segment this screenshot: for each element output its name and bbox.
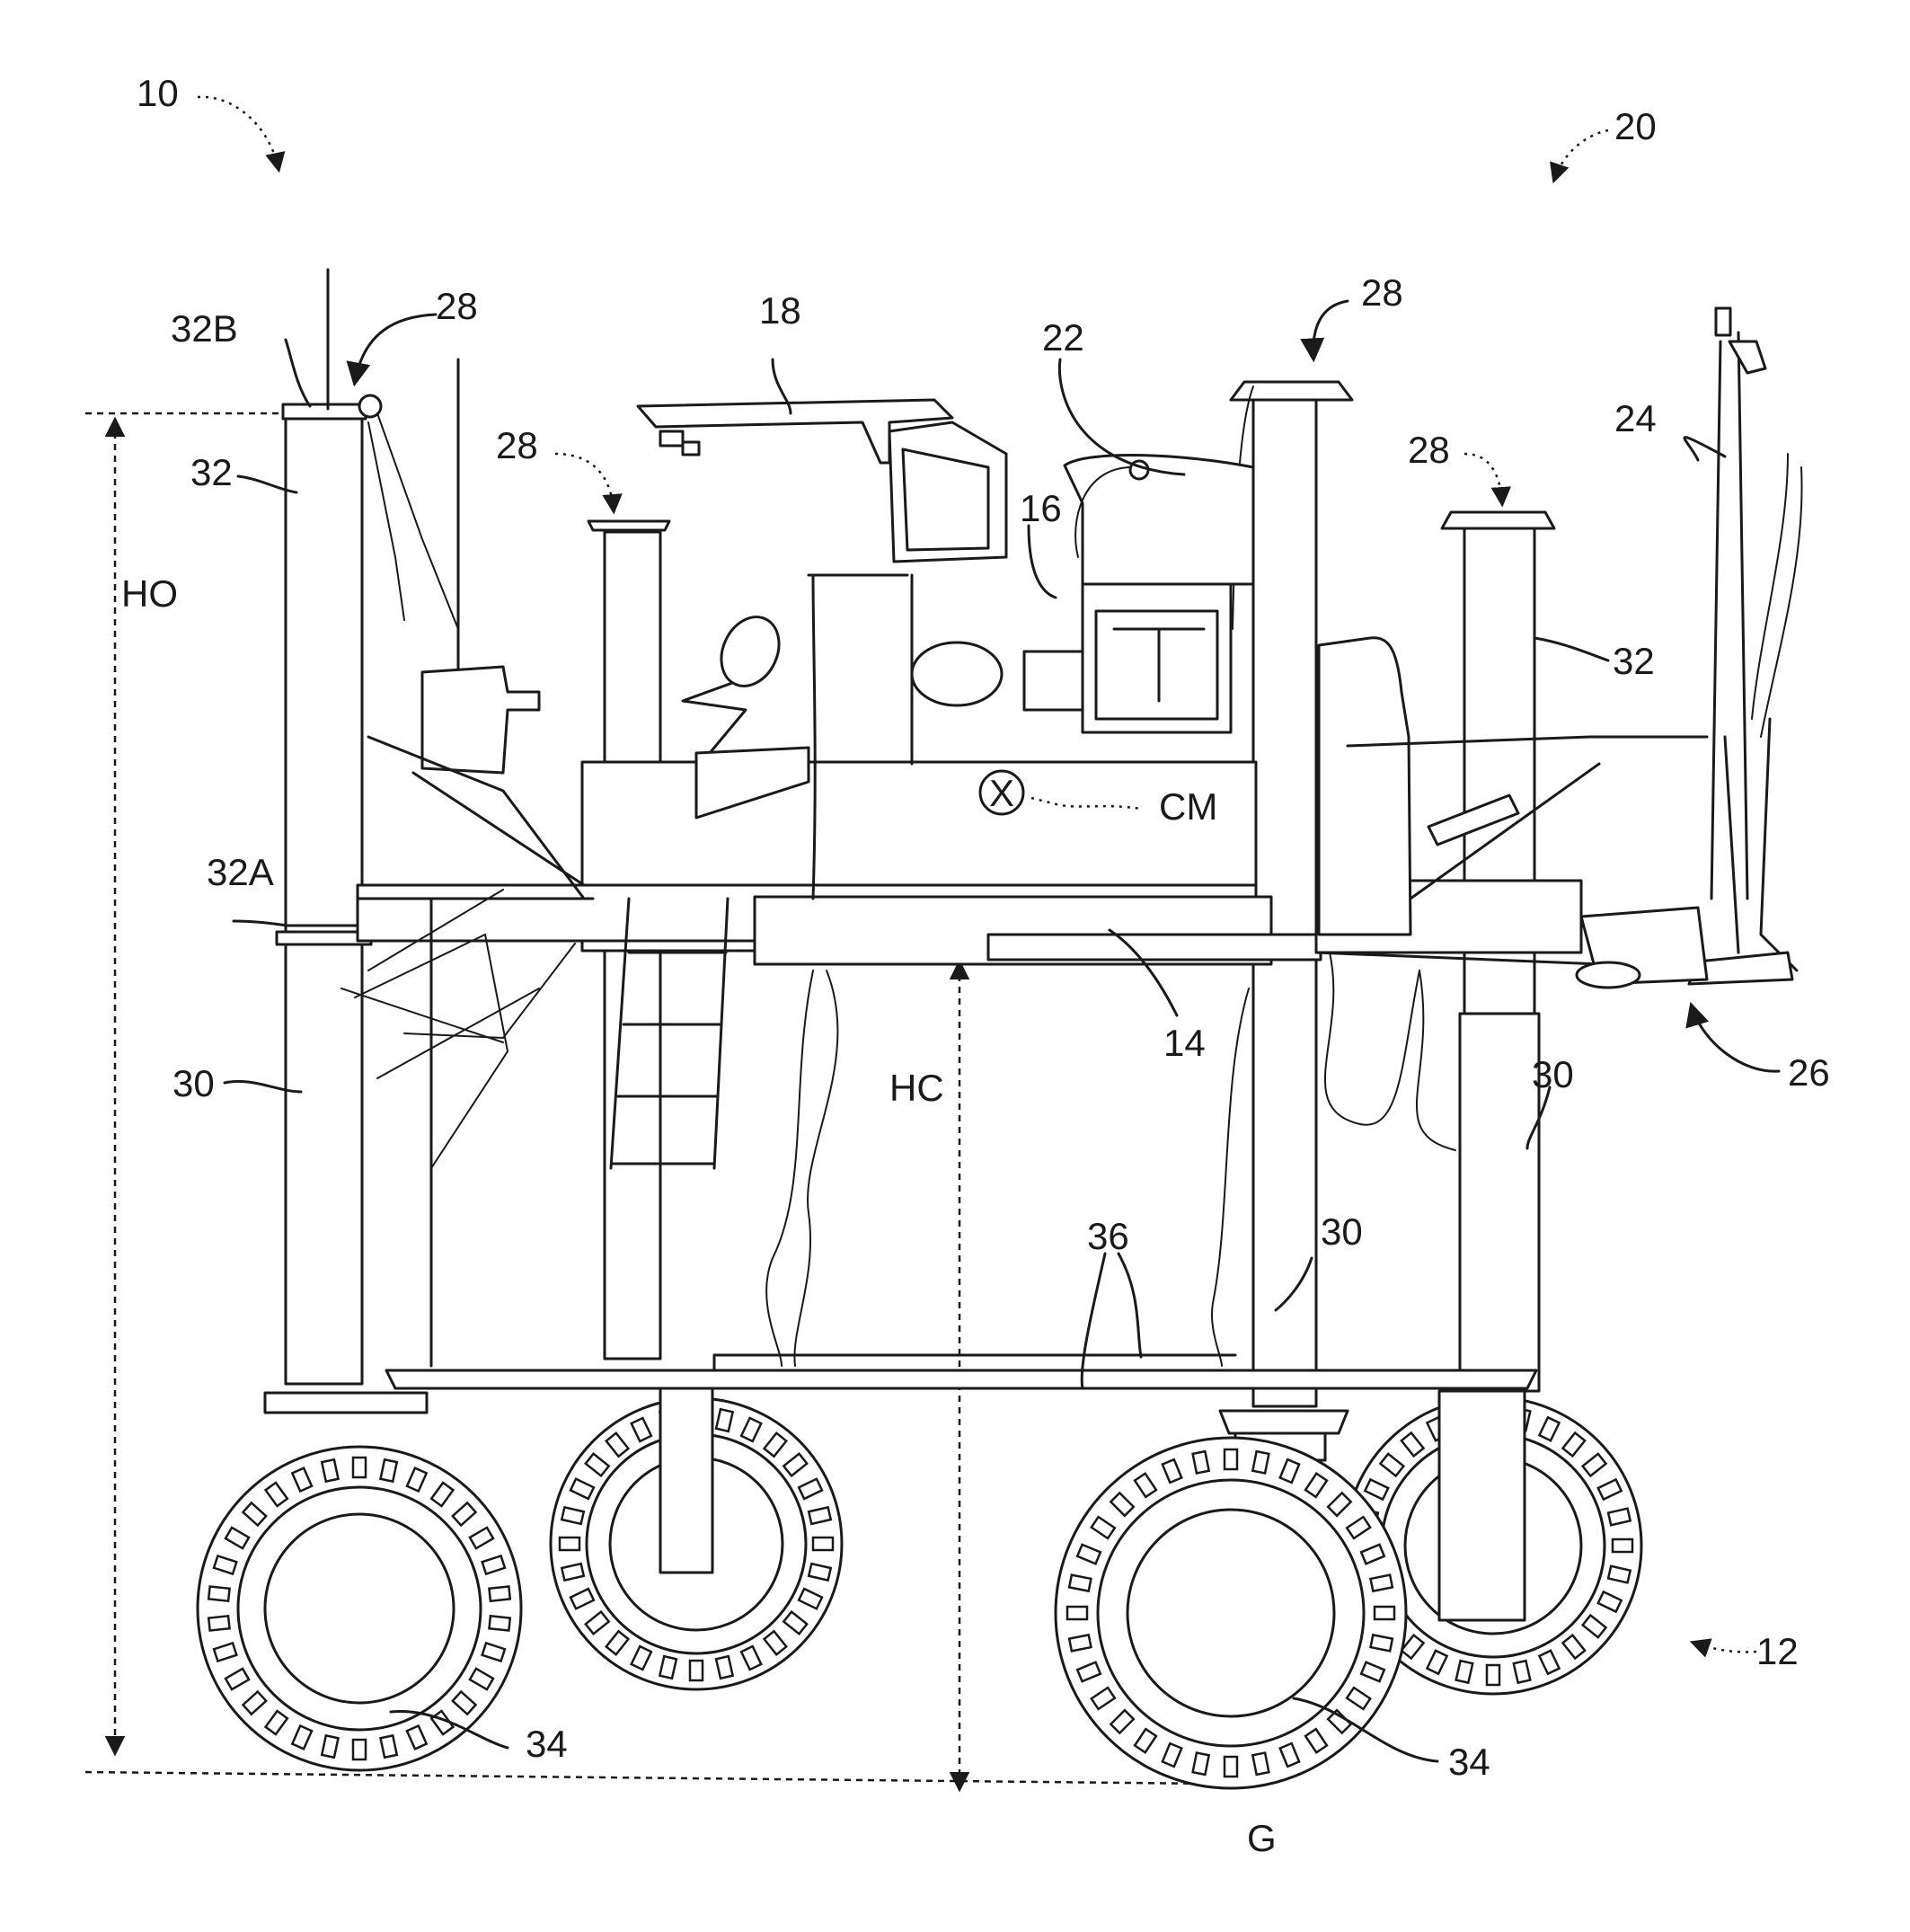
- tire-tread-block: [381, 1735, 397, 1757]
- label-g: G: [1247, 1817, 1277, 1859]
- label-32-right: 32: [1613, 640, 1655, 682]
- front-left-wheel: [198, 1447, 521, 1770]
- tire-tread-block: [659, 1656, 676, 1679]
- tire-tread-block: [353, 1740, 366, 1759]
- tire-tread-block: [489, 1616, 509, 1630]
- label-32a: 32A: [207, 851, 274, 893]
- tire-tread-block: [489, 1586, 509, 1600]
- tire-tread-block: [353, 1458, 366, 1477]
- left-front-leg: [265, 270, 427, 1413]
- tire-tread-block: [1225, 1757, 1237, 1777]
- tire-tread-block: [690, 1661, 703, 1680]
- upper-leg-top-plate: [283, 404, 366, 419]
- label-hc: HC: [889, 1067, 944, 1109]
- tire-tread-block: [809, 1564, 831, 1581]
- tire-tread-block: [1375, 1607, 1394, 1619]
- label-24: 24: [1614, 397, 1657, 439]
- tire-tread-block: [1514, 1661, 1531, 1683]
- label-28-right: 28: [1361, 271, 1403, 314]
- tire-tread-block: [1225, 1449, 1237, 1469]
- tire-tread-block: [1067, 1607, 1087, 1619]
- tire-tread-block: [322, 1459, 338, 1481]
- ground-line: [85, 1772, 1213, 1784]
- tire-tread-block: [1252, 1451, 1269, 1473]
- tire-tread-block: [1608, 1566, 1631, 1583]
- label-14: 14: [1163, 1022, 1206, 1064]
- label-32-left: 32: [190, 451, 233, 493]
- steering-station: [683, 607, 809, 818]
- front-attachment: [1689, 308, 1802, 984]
- label-34-right: 34: [1448, 1741, 1490, 1783]
- tire-tread-block: [1252, 1753, 1269, 1775]
- label-28-left: 28: [436, 285, 478, 327]
- label-cm: CM: [1159, 785, 1217, 828]
- label-ho: HO: [121, 572, 178, 615]
- label-10: 10: [137, 72, 179, 114]
- label-28-far-right: 28: [1408, 429, 1450, 471]
- tire-tread-block: [809, 1507, 831, 1524]
- label-20: 20: [1614, 105, 1657, 147]
- label-32b: 32B: [171, 307, 238, 350]
- label-12: 12: [1756, 1630, 1799, 1672]
- label-36: 36: [1087, 1215, 1129, 1257]
- hydraulic-hoses: [766, 953, 1455, 1366]
- label-26: 26: [1788, 1051, 1830, 1094]
- tire-tread-block: [1371, 1635, 1393, 1651]
- tire-tread-block: [813, 1538, 833, 1550]
- label-28-mid: 28: [496, 424, 538, 466]
- rear-housing: [1319, 638, 1410, 935]
- tire-tread-block: [1069, 1575, 1091, 1591]
- label-22: 22: [1042, 316, 1084, 359]
- label-34-left: 34: [526, 1723, 568, 1765]
- tire-tread-block: [562, 1507, 584, 1524]
- tire-tread-block: [1193, 1451, 1209, 1473]
- tire-tread-block: [381, 1459, 397, 1481]
- engine-assembly: [912, 584, 1231, 732]
- tire-tread-block: [1371, 1575, 1393, 1591]
- tire-tread-block: [1613, 1539, 1632, 1552]
- front-right-wheel: [1056, 1438, 1406, 1788]
- tire-tread-block: [1487, 1665, 1499, 1685]
- tire-tread-block: [560, 1538, 579, 1550]
- tire-tread-block: [322, 1735, 338, 1757]
- label-30-right: 30: [1532, 1053, 1574, 1095]
- tire-tread-block: [1069, 1635, 1091, 1651]
- lower-cross-member: [386, 1355, 1536, 1388]
- tire-tread-block: [562, 1564, 584, 1581]
- tire-tread-block: [208, 1616, 229, 1630]
- label-16: 16: [1020, 487, 1062, 529]
- left-lift-mechanism: [359, 359, 584, 899]
- tire-tread-block: [716, 1409, 733, 1431]
- label-18: 18: [759, 289, 801, 332]
- center-of-mass-symbol: X: [989, 772, 1014, 814]
- tire-tread-block: [716, 1656, 733, 1679]
- tire-tread-block: [1193, 1753, 1209, 1775]
- tire-tread-block: [1608, 1509, 1631, 1526]
- label-30-mid: 30: [1321, 1210, 1363, 1253]
- tire-tread-block: [208, 1586, 229, 1600]
- tank: [1065, 455, 1253, 584]
- label-30-left: 30: [172, 1062, 215, 1104]
- tire-tread-block: [1456, 1661, 1473, 1683]
